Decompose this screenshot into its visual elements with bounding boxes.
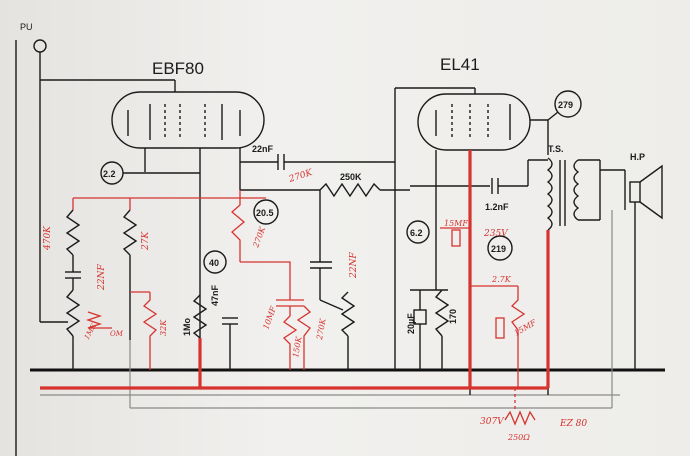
el41-tube-envelope: [417, 93, 531, 151]
resistor-250k: [319, 182, 381, 198]
speaker-cone: [639, 164, 663, 220]
label-20uf: 20µF: [406, 313, 416, 334]
resistor-170: [434, 289, 450, 337]
testpoint-20-5: [253, 199, 279, 225]
label-ebf80: EBF80: [152, 59, 204, 78]
testpoint-label-40: 40: [209, 258, 219, 268]
resistor-470k-printed: [65, 209, 81, 256]
red-link-wire: [240, 261, 291, 300]
testpoint-label-20-5: 20.5: [256, 208, 274, 218]
transformer-secondary: [573, 159, 580, 221]
el41-electrodes: [435, 104, 511, 140]
hand-470k: 470K: [43, 225, 53, 251]
red-resistor-270k-lower: [296, 305, 312, 370]
red-cap-15mf-upper: [451, 229, 461, 247]
label-250k: 250K: [340, 172, 362, 182]
red-resistor-150k: [282, 306, 298, 370]
hand-270k-vert: 270K: [251, 225, 267, 250]
testpoint-label-279: 279: [558, 100, 573, 110]
red-resistor-270k-vert: [230, 190, 246, 262]
label-ts: T.S.: [548, 144, 564, 154]
speaker-magnet: [629, 181, 641, 203]
hand-32k: 32K: [159, 319, 168, 336]
resistor-1mo: [192, 294, 208, 339]
hand-22nf-right: 22NF: [349, 252, 359, 279]
testpoint-279: [554, 90, 582, 118]
label-hp: H.P: [630, 152, 645, 162]
hand-ez80: EZ 80: [559, 419, 587, 429]
hand-235v: 235V: [483, 229, 509, 239]
red-resistor-2-7k: [510, 286, 526, 388]
testpoint-label-2-2: 2.2: [103, 169, 116, 179]
testpoint-219: [487, 235, 513, 261]
hand-270k-top: 270K: [287, 168, 315, 186]
label-el41: EL41: [440, 55, 480, 74]
red-resistor-32k: [142, 292, 158, 370]
hand-270k-lower: 270K: [315, 317, 328, 341]
red-rectifier-resistor: [504, 410, 536, 426]
hand-om: OM: [110, 330, 124, 338]
hand-307v: 307V: [480, 417, 505, 427]
transformer-primary: [546, 157, 553, 231]
hand-22nf-left: 22NF: [97, 264, 107, 291]
ebf80-tube-envelope: [111, 91, 265, 149]
testpoint-40: [203, 250, 227, 274]
tone-potentiometer: [340, 291, 356, 337]
label-22nf: 22nF: [252, 144, 274, 154]
volume-potentiometer: [65, 289, 81, 337]
hand-10mf: 10MF: [261, 305, 278, 331]
testpoint-279-link: [547, 111, 559, 121]
hand-27k: 27K: [141, 231, 151, 251]
testpoint-label-219: 219: [491, 244, 506, 254]
hand-2-7k: 2.7K: [491, 275, 512, 284]
label-1-2nf: 1.2nF: [485, 202, 509, 212]
ebf80-electrodes: [127, 104, 241, 140]
red-cap-15mf-lower: [495, 317, 505, 339]
label-170: 170: [448, 309, 458, 324]
pu-terminal: [33, 39, 47, 53]
hand-15mf-lower: 15MF: [513, 318, 539, 338]
hand-150k: 150K: [291, 335, 304, 358]
red-resistor-1k-wk: [85, 311, 112, 329]
testpoint-label-6-2: 6.2: [410, 228, 423, 238]
label-pu: PU: [20, 22, 33, 32]
hand-15mf-upper: 15MF: [444, 219, 468, 228]
resistor-27k-printed: [122, 209, 138, 256]
testpoint-6-2: [406, 220, 430, 244]
label-47nf: 47nF: [210, 284, 220, 306]
tone-pot-wiper: [319, 299, 344, 311]
hand-250-ohm: 250Ω: [507, 433, 530, 442]
label-1mo: 1Mo: [182, 317, 192, 336]
